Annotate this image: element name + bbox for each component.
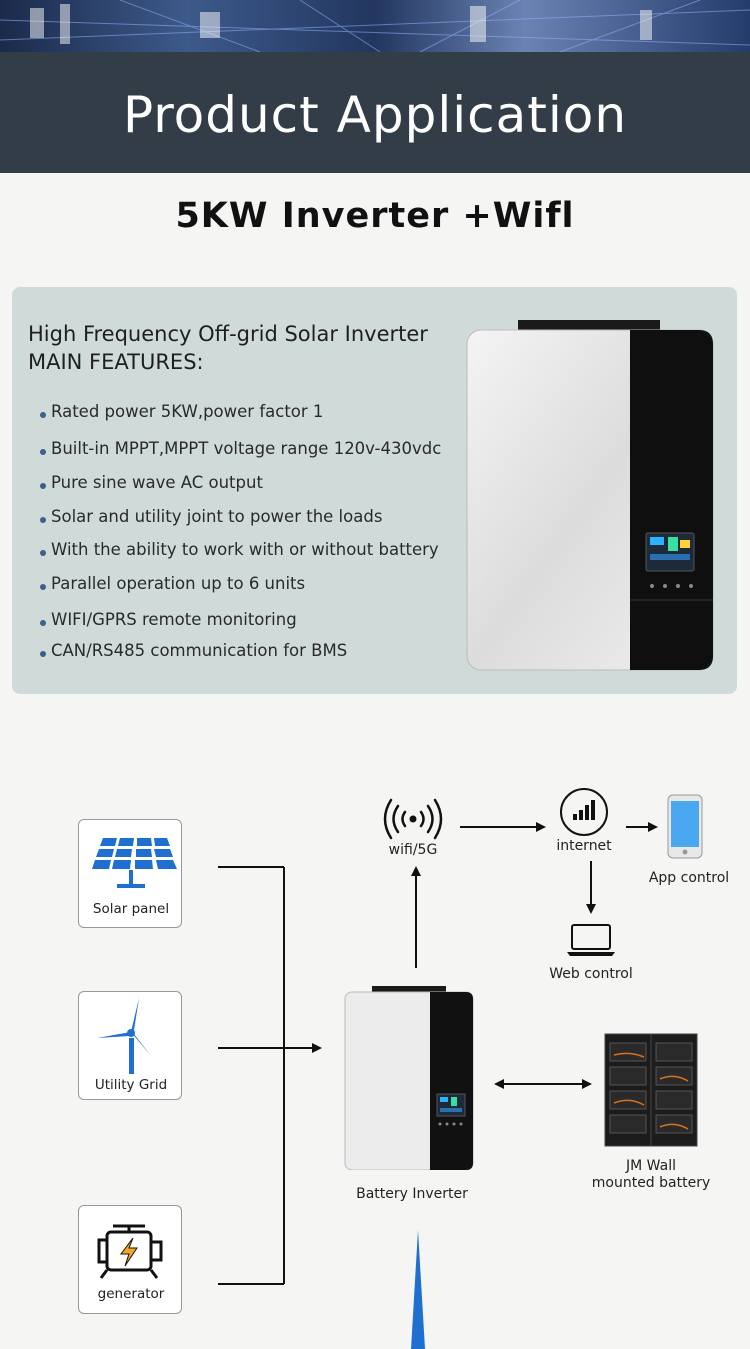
product-title: 5KW Inverter +Wifl <box>175 196 575 236</box>
feature-item: Built-in MPPT,MPPT voltage range 120v-43… <box>40 439 441 458</box>
solar-panel-box: Solar panel <box>78 819 182 928</box>
features-heading-line1: High Frequency Off-grid Solar Inverter <box>28 322 428 346</box>
feature-item: With the ability to work with or without… <box>40 540 439 559</box>
bullet-icon <box>40 619 46 626</box>
generator-icon <box>97 1224 163 1279</box>
app-control-label: App control <box>648 870 730 886</box>
battery-inverter-label: Battery Inverter <box>356 1186 468 1202</box>
bullet-icon <box>40 650 46 657</box>
utility-grid-label: Utility Grid <box>94 1077 168 1093</box>
header-bar <box>0 52 750 173</box>
internet-label: internet <box>556 838 612 854</box>
feature-item: Pure sine wave AC output <box>40 473 263 492</box>
feature-item: CAN/RS485 communication for BMS <box>40 641 347 660</box>
internet-signal-icon <box>560 788 608 836</box>
page-title: Product Application <box>122 86 628 144</box>
feature-item: Solar and utility joint to power the loa… <box>40 507 382 526</box>
feature-item: Rated power 5KW,power factor 1 <box>40 402 323 421</box>
wifi-signal-icon <box>383 798 443 840</box>
bullet-icon <box>40 583 46 590</box>
wall-battery-icon <box>604 1033 698 1147</box>
features-heading-line2: MAIN FEATURES: <box>28 350 204 374</box>
feature-item: WIFI/GPRS remote monitoring <box>40 610 297 629</box>
utility-grid-box: Utility Grid <box>78 991 182 1100</box>
bullet-icon <box>40 448 46 455</box>
bullet-icon <box>40 411 46 418</box>
bullet-icon <box>40 549 46 556</box>
feature-item: Parallel operation up to 6 units <box>40 574 305 593</box>
wifi-label: wifi/5G <box>388 842 438 858</box>
battery-label-line1: JM Wall <box>626 1158 676 1174</box>
generator-label: generator <box>97 1286 165 1302</box>
wind-turbine-icon <box>97 998 151 1074</box>
battery-inverter-icon <box>344 986 474 1170</box>
diagram-connectors <box>218 822 658 1349</box>
solar-panel-icon <box>92 838 177 888</box>
top-banner-image <box>0 0 750 52</box>
generator-box: generator <box>78 1205 182 1314</box>
battery-label-line2: mounted battery <box>591 1175 711 1191</box>
web-control-label: Web control <box>549 966 633 982</box>
system-diagram: Solar panel Utility Grid <box>0 760 750 1349</box>
smartphone-icon <box>667 794 703 859</box>
inverter-product-image <box>466 320 714 671</box>
bullet-icon <box>40 516 46 523</box>
laptop-icon <box>567 924 615 956</box>
bullet-icon <box>40 482 46 489</box>
solar-panel-label: Solar panel <box>92 901 170 917</box>
